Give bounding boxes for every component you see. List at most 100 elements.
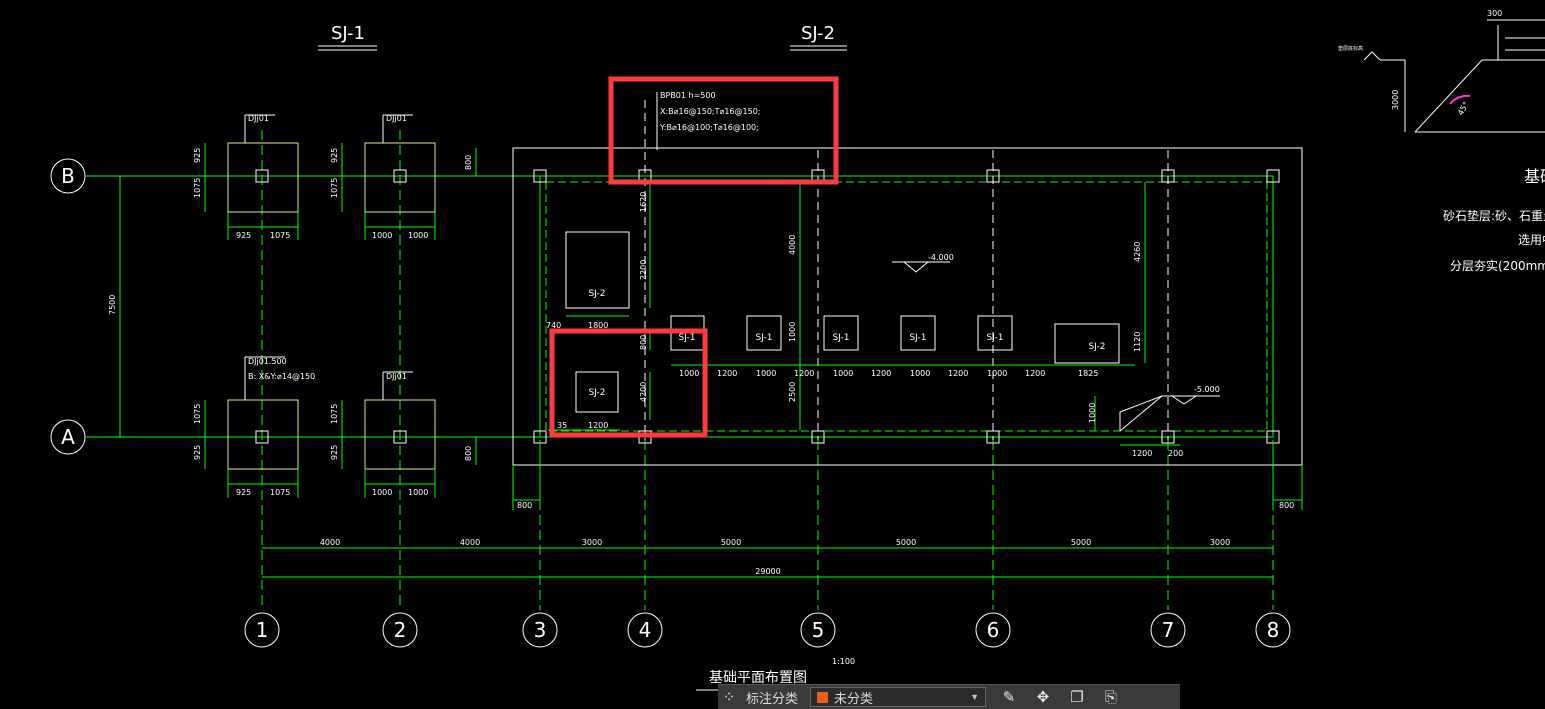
raft-dimension-text: 1620 2200 800 4200 1800 740 4000 1000 25…: [464, 155, 1294, 510]
footing-leaders: [244, 114, 413, 400]
svg-text:925: 925: [330, 445, 339, 460]
raft-dimension-lines: [475, 148, 1303, 510]
svg-text:1000: 1000: [408, 231, 428, 240]
axis-bubble-a: A: [50, 419, 86, 455]
raft-outline: [512, 147, 1303, 466]
bpb-annotation: BPB01 h=500 X:B⌀16@150;T⌀16@150; Y:B⌀16@…: [659, 91, 760, 132]
svg-text:1075: 1075: [330, 404, 339, 424]
svg-text:1825: 1825: [1078, 369, 1098, 378]
svg-text:SJ-2: SJ-2: [588, 388, 605, 398]
edit-icon[interactable]: ✎: [1002, 689, 1016, 706]
svg-text:925: 925: [236, 488, 251, 497]
svg-text:选用中: 选用中: [1518, 232, 1545, 247]
svg-text:1000: 1000: [987, 369, 1007, 378]
svg-text:1200: 1200: [871, 369, 891, 378]
pit-boxes: [565, 231, 1120, 413]
svg-text:1000: 1000: [910, 369, 930, 378]
slope-symbol: [1119, 395, 1163, 432]
title-sj1: SJ-1: [318, 23, 377, 51]
svg-text:1: 1: [256, 618, 269, 642]
svg-text:1120: 1120: [1133, 332, 1142, 352]
svg-text:300: 300: [1487, 9, 1502, 18]
svg-text:2: 2: [394, 618, 407, 642]
svg-text:砂石垫层:砂、石重量比: 砂石垫层:砂、石重量比: [1443, 208, 1545, 223]
svg-text:800: 800: [464, 155, 473, 170]
svg-text:200: 200: [1168, 449, 1183, 458]
svg-text:29000: 29000: [755, 567, 780, 576]
svg-text:6: 6: [987, 618, 1000, 642]
title-sj2: SJ-2: [790, 23, 847, 51]
svg-text:7: 7: [1162, 618, 1175, 642]
svg-text:5000: 5000: [896, 538, 916, 547]
svg-text:4200: 4200: [639, 382, 648, 402]
svg-text:2500: 2500: [788, 382, 797, 402]
section-text: 垫层底标高 300 3000 45° 基础 砂石垫层:砂、石重量比 选用中 分层…: [1338, 9, 1545, 273]
svg-text:2200: 2200: [639, 260, 648, 280]
axis-bubble-b: B: [50, 158, 86, 194]
svg-text:-5.000: -5.000: [1194, 385, 1220, 394]
axis-bubbles-numbers: [244, 612, 1291, 648]
title-sj1-text: SJ-1: [331, 23, 365, 44]
svg-text:1200: 1200: [588, 421, 608, 430]
svg-text:1200: 1200: [1132, 449, 1152, 458]
svg-text:1000: 1000: [1088, 403, 1097, 423]
footing-group: [227, 142, 436, 470]
svg-text:1000: 1000: [372, 231, 392, 240]
svg-text:1075: 1075: [330, 178, 339, 198]
move-icon[interactable]: ✥: [1036, 689, 1050, 706]
svg-text:SJ-1: SJ-1: [755, 333, 772, 343]
paste-icon[interactable]: ⎘: [1105, 688, 1118, 706]
svg-text:5000: 5000: [1071, 538, 1091, 547]
svg-text:基础: 基础: [1524, 167, 1545, 186]
svg-text:800: 800: [464, 446, 473, 461]
svg-text:800: 800: [517, 501, 532, 510]
svg-text:1200: 1200: [1025, 369, 1045, 378]
svg-text:A: A: [61, 425, 75, 449]
svg-text:8: 8: [1267, 618, 1280, 642]
bottom-dimension-lines: [262, 547, 1273, 578]
svg-text:925: 925: [193, 148, 202, 163]
svg-text:1000: 1000: [408, 488, 428, 497]
svg-text:5: 5: [812, 618, 825, 642]
svg-text:1000: 1000: [833, 369, 853, 378]
svg-text:B: X&Y:⌀14@150: B: X&Y:⌀14@150: [248, 372, 315, 381]
bottom-dimension-text: 4000 4000 3000 5000 5000 5000 3000 29000: [320, 538, 1230, 576]
svg-text:-4.000: -4.000: [928, 253, 954, 262]
svg-text:X:B⌀16@150;T⌀16@150;: X:B⌀16@150;T⌀16@150;: [660, 107, 760, 116]
svg-text:SJ-2: SJ-2: [588, 289, 605, 299]
svg-text:45°: 45°: [1456, 100, 1471, 117]
chevron-down-icon: ▼: [970, 692, 980, 702]
svg-text:BPB01 h=500: BPB01 h=500: [660, 91, 716, 100]
svg-text:DJj01: DJj01: [248, 114, 269, 123]
svg-text:3000: 3000: [1210, 538, 1230, 547]
pit-labels: SJ-2 SJ-1 SJ-1 SJ-1 SJ-1 SJ-1 SJ-2 SJ-2: [588, 289, 1105, 398]
svg-text:1075: 1075: [270, 488, 290, 497]
svg-text:1:100: 1:100: [832, 657, 855, 666]
svg-text:1000: 1000: [756, 369, 776, 378]
highlight-box-bottom[interactable]: [549, 328, 708, 438]
category-selected: 未分类: [834, 690, 874, 706]
elevation-marker-1: -4.000: [892, 253, 954, 273]
svg-text:5000: 5000: [721, 538, 741, 547]
svg-text:925: 925: [236, 231, 251, 240]
svg-text:3000: 3000: [582, 538, 602, 547]
svg-text:1000: 1000: [679, 369, 699, 378]
svg-text:4000: 4000: [788, 235, 797, 255]
svg-text:1200: 1200: [794, 369, 814, 378]
copy-icon[interactable]: ❐: [1070, 689, 1084, 706]
svg-text:SJ-1: SJ-1: [832, 333, 849, 343]
svg-text:SJ-1: SJ-1: [909, 333, 926, 343]
svg-text:DJj01.500: DJj01.500: [248, 357, 287, 366]
svg-text:4000: 4000: [320, 538, 340, 547]
svg-text:DJj01: DJj01: [386, 372, 407, 381]
category-select[interactable]: 未分类 ▼: [810, 687, 987, 707]
svg-text:800: 800: [1279, 501, 1294, 510]
grid-icon[interactable]: ⁘: [722, 689, 736, 706]
highlight-box-top[interactable]: [608, 76, 839, 185]
raft-axis-extensions: [644, 100, 1169, 440]
svg-text:基础平面布置图: 基础平面布置图: [709, 669, 807, 686]
svg-text:35: 35: [557, 421, 567, 430]
svg-text:800: 800: [639, 335, 648, 350]
